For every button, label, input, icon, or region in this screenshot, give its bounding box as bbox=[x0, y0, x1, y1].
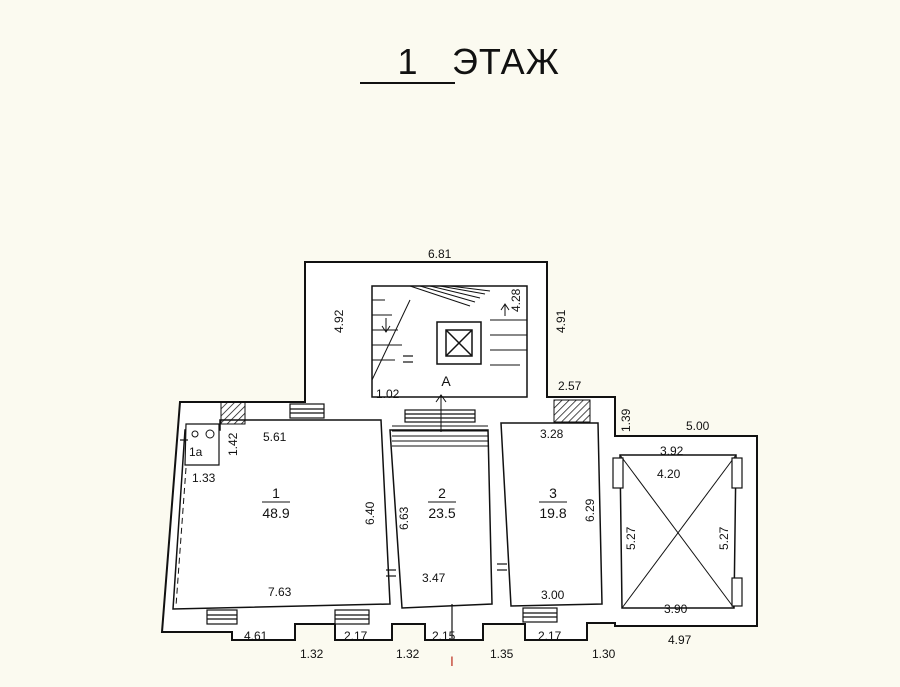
room-2-floor bbox=[389, 429, 493, 609]
dim-r4-top: 3.92 bbox=[660, 444, 684, 458]
room-4-diagonal bbox=[619, 454, 735, 609]
dim-wc-height: 1.42 bbox=[226, 432, 240, 456]
dim-bottom-3: 2.15 bbox=[432, 629, 456, 643]
dim-bottom-2: 2.17 bbox=[344, 629, 368, 643]
floor-word: ЭТАЖ bbox=[452, 41, 560, 82]
dim-r1-bottom: 7.63 bbox=[268, 585, 292, 599]
room-3-number: 3 bbox=[549, 485, 557, 501]
room-2-number: 2 bbox=[438, 485, 446, 501]
window bbox=[612, 457, 624, 489]
elevator bbox=[436, 321, 482, 365]
dim-r4-right: 5.27 bbox=[717, 526, 731, 550]
wc-label: 1а bbox=[189, 445, 203, 459]
dim-r4-bottom: 3.90 bbox=[664, 602, 688, 616]
dim-wc-width: 1.33 bbox=[192, 471, 216, 485]
room-1-dashed-wall bbox=[175, 467, 187, 607]
dim-r2-bottom: 3.47 bbox=[422, 571, 446, 585]
dim-r3-side: 6.29 bbox=[583, 498, 597, 522]
dim-r1-top: 5.61 bbox=[263, 430, 287, 444]
dim-right-height: 1.39 bbox=[619, 408, 633, 432]
dim-niche-3: 1.35 bbox=[490, 647, 514, 661]
window bbox=[522, 607, 558, 623]
stairs bbox=[371, 285, 527, 447]
dim-stair-right: 4.91 bbox=[554, 309, 568, 333]
axis-label: I bbox=[450, 653, 454, 669]
dim-r2-side: 6.63 bbox=[397, 506, 411, 530]
wc-floor bbox=[184, 423, 220, 466]
window bbox=[731, 457, 743, 489]
dim-right-width: 5.00 bbox=[686, 419, 710, 433]
window bbox=[206, 609, 238, 625]
dim-outer-right-bottom: 4.97 bbox=[668, 633, 692, 647]
dim-stair-bottom: 1.02 bbox=[376, 387, 400, 401]
door-marks bbox=[180, 355, 507, 640]
floor-number: 1 bbox=[360, 42, 455, 84]
hatched-column bbox=[553, 399, 591, 423]
room-1-floor bbox=[172, 419, 391, 610]
dim-r4-left: 5.27 bbox=[624, 526, 638, 550]
dim-r3-bottom: 3.00 bbox=[541, 588, 565, 602]
window bbox=[404, 409, 476, 423]
dim-bottom-1: 4.61 bbox=[244, 629, 268, 643]
hatched-column bbox=[220, 401, 246, 425]
room-3-area: 19.8 bbox=[539, 505, 566, 521]
room-4-diagonal bbox=[621, 454, 737, 609]
dim-niche-1: 1.32 bbox=[300, 647, 324, 661]
dim-stair-inner: 4.28 bbox=[509, 288, 523, 312]
dim-niche-2: 1.32 bbox=[396, 647, 420, 661]
window bbox=[289, 403, 325, 419]
floor-title: 1 ЭТАЖ bbox=[360, 40, 580, 90]
dim-niche-4: 1.30 bbox=[592, 647, 616, 661]
wc-fixture bbox=[205, 429, 215, 439]
stair-label: А bbox=[441, 373, 451, 389]
window bbox=[334, 609, 370, 625]
room-1-number: 1 bbox=[272, 485, 280, 501]
room-3-floor bbox=[500, 422, 603, 607]
dim-r1-side: 6.40 bbox=[363, 501, 377, 525]
dim-r4-diag: 4.20 bbox=[657, 467, 681, 481]
dim-corner-right: 2.57 bbox=[558, 379, 582, 393]
window bbox=[731, 577, 743, 607]
room-2-area: 23.5 bbox=[428, 505, 455, 521]
room-1-area: 48.9 bbox=[262, 505, 289, 521]
dim-r3-top: 3.28 bbox=[540, 427, 564, 441]
wc-fixture bbox=[191, 430, 199, 438]
dim-bottom-4: 2.17 bbox=[538, 629, 562, 643]
dim-stair-left: 4.92 bbox=[332, 309, 346, 333]
dim-top-width: 6.81 bbox=[428, 247, 452, 261]
